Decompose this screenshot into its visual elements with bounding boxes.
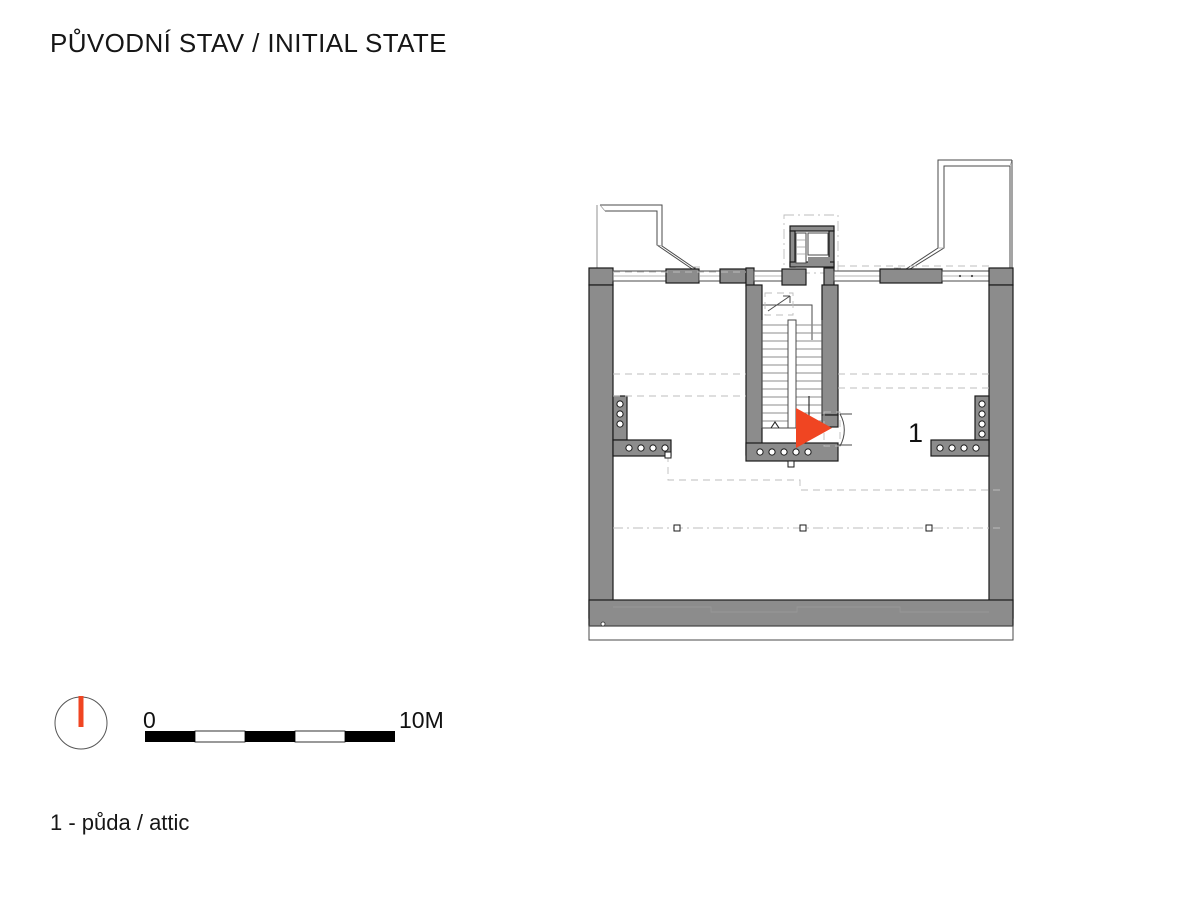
right-dormer bbox=[860, 159, 1013, 277]
page-title: PŮVODNÍ STAV / INITIAL STATE bbox=[50, 28, 447, 58]
top-wall bbox=[588, 267, 1014, 287]
left-dormer bbox=[596, 204, 756, 276]
roof-access-hatch bbox=[783, 214, 839, 274]
chimney-left bbox=[612, 395, 672, 457]
north-arrow-icon bbox=[54, 696, 108, 750]
stair-shaft-walls bbox=[745, 284, 839, 468]
view-direction-marker bbox=[796, 408, 832, 448]
stair-shaft-flues bbox=[756, 448, 812, 456]
stair-treads-up bbox=[762, 324, 788, 422]
staircase bbox=[761, 292, 823, 429]
scale-bar bbox=[145, 730, 395, 743]
scale-zero-label: 0 bbox=[143, 707, 156, 733]
roof-ridge-lines bbox=[613, 265, 1000, 532]
door-with-swing bbox=[823, 411, 852, 447]
chimney-right bbox=[930, 395, 990, 457]
outer-walls bbox=[588, 284, 1014, 641]
room-number-label: 1 bbox=[908, 418, 923, 448]
legend-caption: 1 - půda / attic bbox=[50, 810, 190, 835]
scale-max-label: 10M bbox=[399, 707, 444, 733]
